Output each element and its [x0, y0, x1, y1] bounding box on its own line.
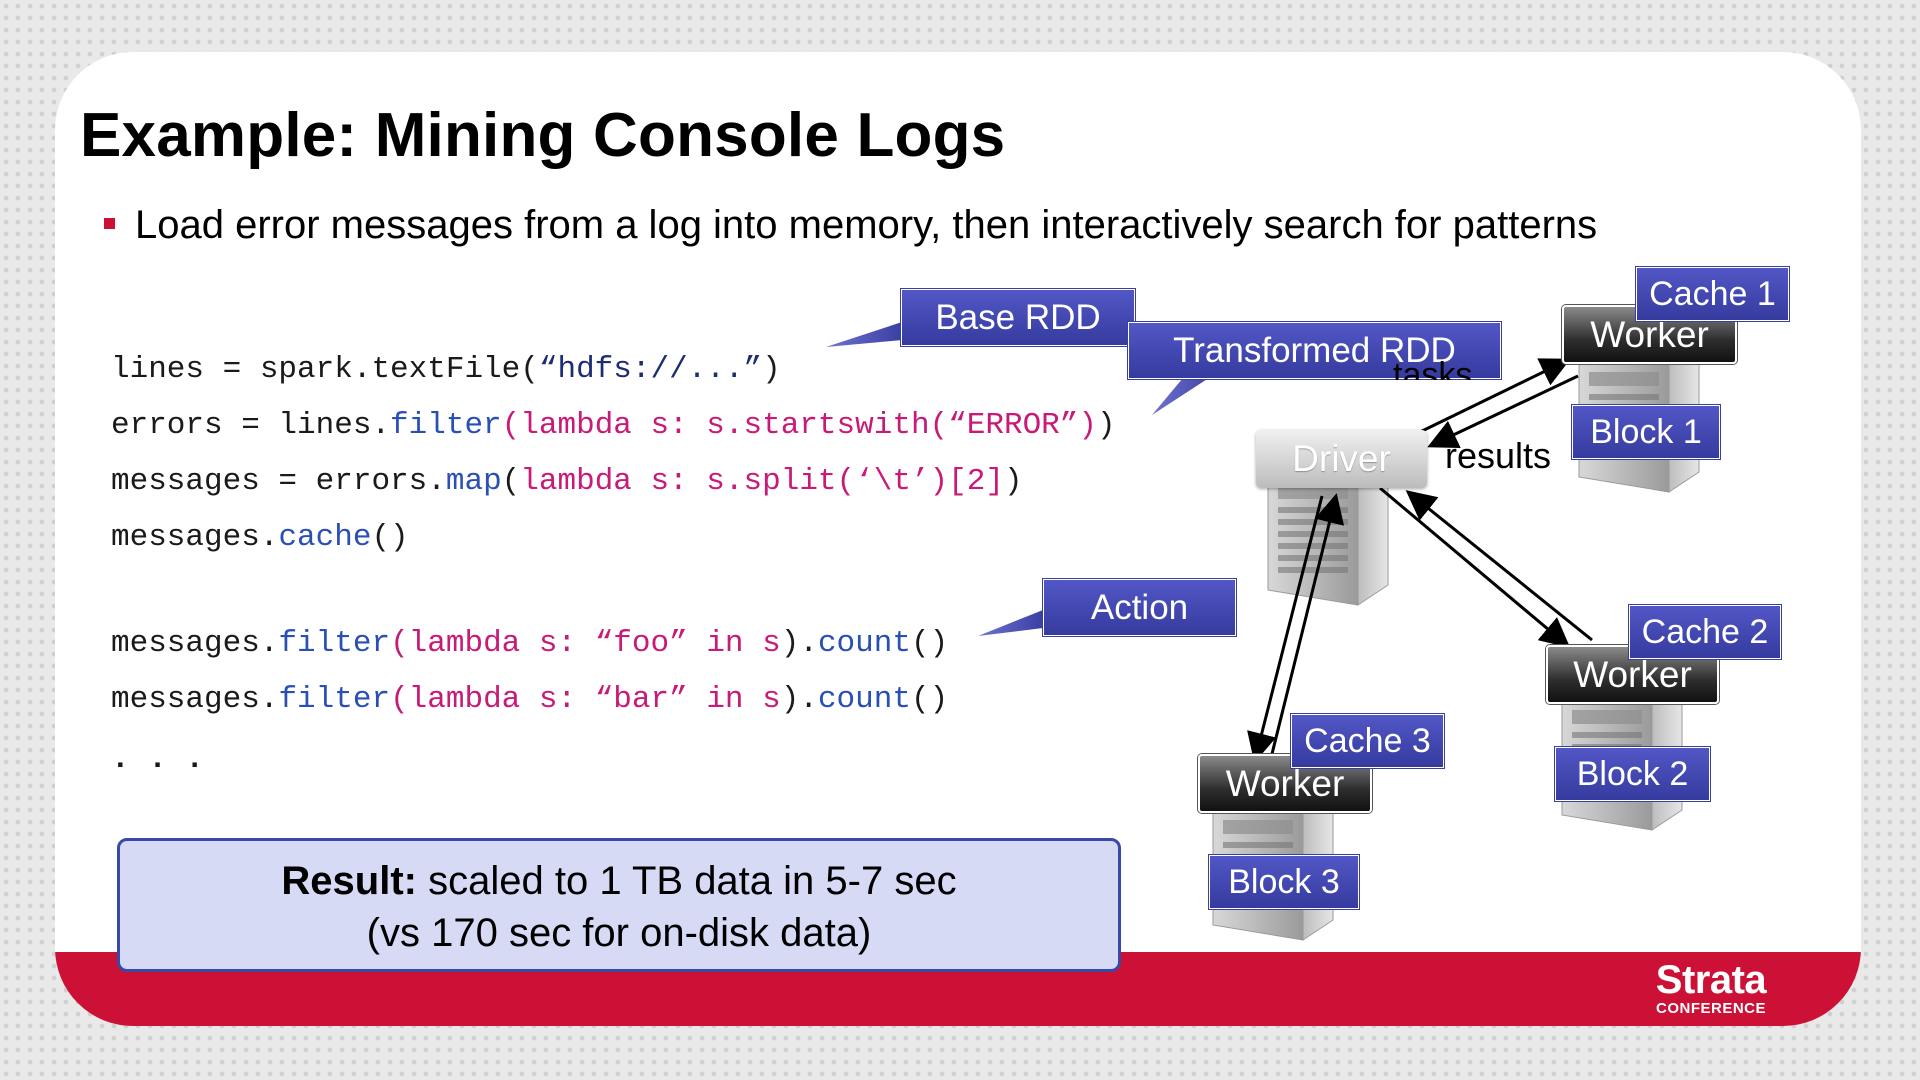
bullet-square-icon: [104, 218, 115, 229]
action-pointer-icon: [978, 610, 1043, 636]
code-method: count: [817, 626, 911, 661]
code-text: ).: [780, 626, 818, 661]
code-text: (: [390, 626, 409, 661]
code-text: ).: [780, 682, 818, 717]
arrow-icon: [1247, 495, 1324, 763]
code-line-1: lines = spark.textFile(“hdfs://...”): [111, 352, 781, 387]
result-bold-label: Result:: [281, 859, 417, 903]
block-3-label: Block 3: [1209, 855, 1359, 909]
code-line-7: . . .: [111, 742, 205, 777]
cache-2-label: Cache 2: [1629, 605, 1781, 659]
code-method: filter: [278, 626, 391, 661]
code-line-4: messages.cache(): [111, 520, 409, 555]
code-line-5: messages.filter(lambda s: “foo” in s).co…: [111, 626, 948, 661]
code-line-6: messages.filter(lambda s: “bar” in s).co…: [111, 682, 948, 717]
code-line-3: messages = errors.map(lambda s: s.split(…: [111, 464, 1023, 499]
arrow-icon: [1419, 358, 1571, 434]
code-line-2: errors = lines.filter(lambda s: s.starts…: [111, 408, 1116, 443]
cache-1-label: Cache 1: [1636, 267, 1789, 321]
code-lambda: lambda s: s.startswith(“ERROR”): [520, 408, 1097, 443]
code-lambda: lambda s: s.split(‘\t’)[2]: [520, 464, 1004, 499]
logo-name: Strata: [1655, 958, 1767, 1002]
results-label: results: [1445, 435, 1552, 476]
action-callout: Action: [1043, 579, 1236, 636]
code-text: (): [371, 520, 409, 555]
arrow-icon: [1268, 493, 1345, 763]
driver-node: Driver: [1256, 430, 1427, 488]
code-text: (): [910, 626, 949, 661]
tasks-label: tasks: [1393, 358, 1473, 380]
code-text: (: [501, 408, 521, 443]
code-text: ): [1096, 408, 1116, 443]
code-string: “hdfs://...”: [538, 352, 763, 387]
code-text: ): [762, 352, 781, 387]
code-text: errors = lines.: [111, 408, 391, 443]
code-text: ): [1003, 464, 1023, 499]
code-text: lines = spark.textFile(: [111, 352, 539, 387]
cache-3-label: Cache 3: [1291, 714, 1444, 768]
base-rdd-callout: Base RDD: [901, 289, 1135, 346]
result-line-2: (vs 170 sec for on-disk data): [366, 911, 872, 955]
code-text: messages.: [111, 520, 279, 555]
result-line-1: Result: scaled to 1 TB data in 5-7 sec: [120, 855, 1118, 907]
transformed-rdd-callout: Transformed RDD: [1128, 322, 1501, 379]
strata-logo: Strata CONFERENCE: [1647, 960, 1775, 1018]
bullet-text: Load error messages from a log into memo…: [135, 203, 1598, 247]
code-lambda: lambda s: “bar” in s: [408, 682, 781, 717]
code-text: (: [390, 682, 409, 717]
code-text: (: [501, 464, 521, 499]
arrow-icon: [1405, 490, 1593, 642]
code-method: count: [817, 682, 911, 717]
code-text: messages.: [111, 682, 279, 717]
block-1-label: Block 1: [1572, 405, 1720, 459]
code-method: cache: [278, 520, 372, 555]
transformed-rdd-pointer-icon: [1152, 372, 1218, 415]
logo-sub: CONFERENCE: [1655, 1000, 1766, 1017]
code-method: filter: [278, 682, 391, 717]
base-rdd-pointer-icon: [826, 322, 902, 347]
block-2-label: Block 2: [1555, 747, 1710, 801]
code-text: messages.: [111, 626, 279, 661]
result-text: scaled to 1 TB data in 5-7 sec: [417, 859, 957, 903]
code-method: filter: [390, 408, 502, 443]
arrow-icon: [1427, 374, 1579, 449]
code-text: messages = errors.: [111, 464, 446, 499]
code-lambda: lambda s: “foo” in s: [408, 626, 781, 661]
code-method: map: [445, 464, 502, 499]
slide-title: Example: Mining Console Logs: [80, 101, 1006, 170]
result-box: Result: scaled to 1 TB data in 5-7 sec (…: [117, 838, 1121, 972]
code-text: (): [910, 682, 949, 717]
arrow-icon: [1379, 486, 1571, 648]
